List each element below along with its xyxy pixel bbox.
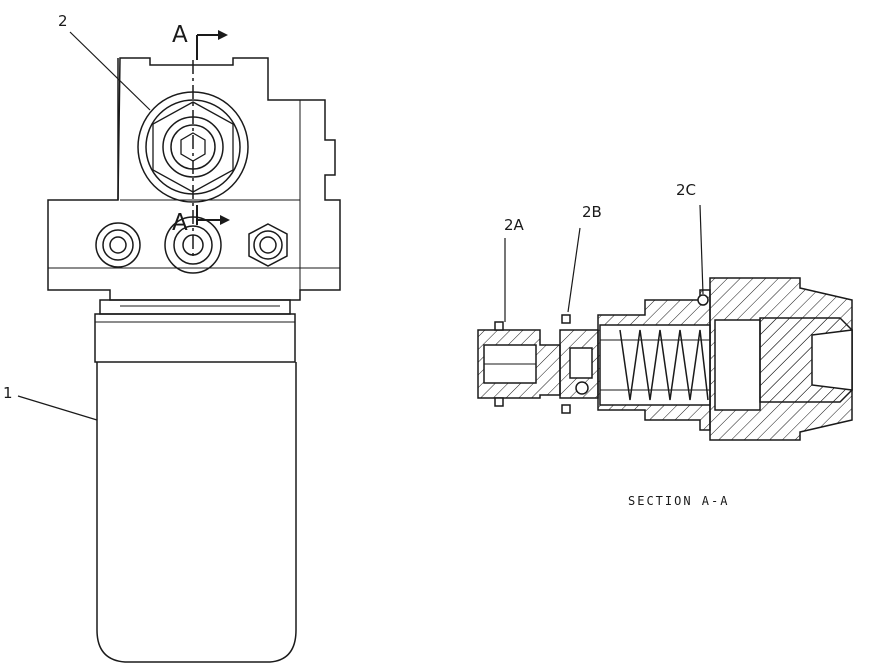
callout-2b: 2B <box>582 203 602 221</box>
callout-2c: 2C <box>676 181 697 199</box>
filter-assembly <box>47 57 341 663</box>
section-marker-top: A <box>172 22 188 48</box>
section-cut-line <box>192 30 230 260</box>
callout-1: 1 <box>3 384 13 402</box>
port-left <box>95 222 141 268</box>
callout-2: 2 <box>58 12 68 30</box>
leader-lines-left <box>17 31 151 421</box>
section-marker-bottom: A <box>172 210 188 236</box>
section-caption: SECTION A-A <box>628 494 730 508</box>
filter-canister <box>96 362 297 663</box>
filter-base-housing <box>47 57 341 301</box>
port-right <box>248 223 288 267</box>
leader-lines-right <box>504 204 704 322</box>
valve-section-view <box>477 277 853 441</box>
callout-2a: 2A <box>504 216 524 234</box>
